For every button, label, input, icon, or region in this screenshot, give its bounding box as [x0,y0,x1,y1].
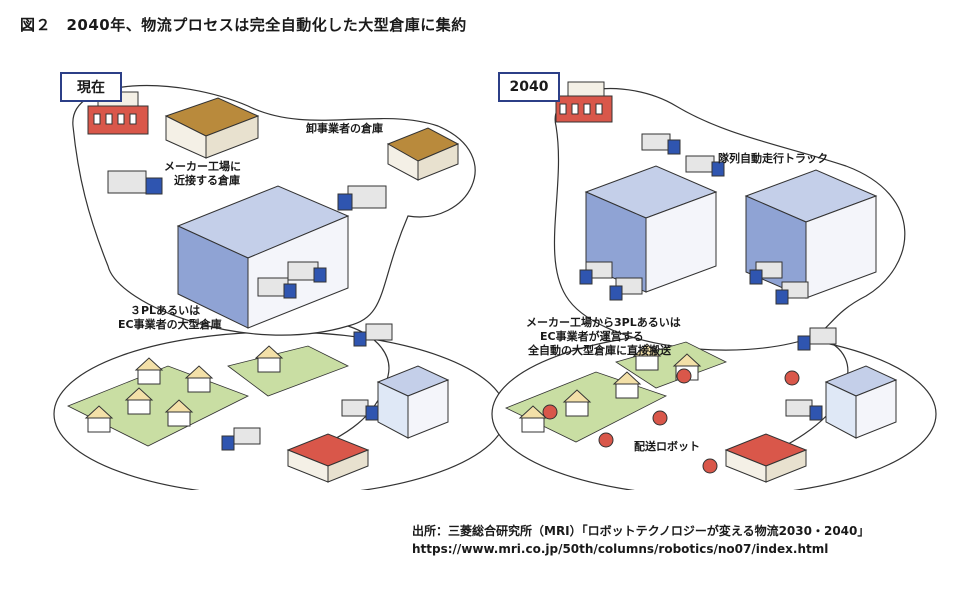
house [612,371,642,399]
label-wholesaler-warehouse: 卸事業者の倉庫 [306,122,383,135]
house [184,365,214,393]
truck-maker [107,170,163,195]
label-direct-2: EC事業者が運営する [540,330,644,343]
truck-dock-2 [609,277,643,301]
truck-wholesaler [337,185,387,211]
delivery-robot [676,368,692,384]
label-delivery-robot: 配送ロボット [634,440,700,453]
label-3pl-2: EC事業者の大型倉庫 [118,318,222,331]
label-platoon-trucks: 隊列自動走行トラック [718,152,828,165]
source-url[interactable]: https://www.mri.co.jp/50th/columns/robot… [412,542,829,556]
wholesaler-warehouse [386,127,460,181]
delivery-robot [784,370,800,386]
truck-dock-3 [749,261,783,285]
lawn [615,341,728,389]
delivery-robot [598,432,614,448]
house [518,405,548,433]
current-illustration [53,84,503,490]
truck-dock-1 [579,261,613,285]
house [84,405,114,433]
truck-road [797,327,837,351]
factory-building [555,81,613,123]
label-direct-1: メーカー工場から3PLあるいは [526,316,681,329]
truck-town-2 [221,427,261,451]
truck-dock-1 [257,277,297,299]
house [134,357,164,385]
delivery-robot [702,458,718,474]
house [562,389,592,417]
platoon-truck-2 [685,155,725,177]
figure-title: 図２ 2040年、物流プロセスは完全自動化した大型倉庫に集約 [20,16,467,34]
office-building [824,365,898,439]
truck-dock-4 [775,281,809,305]
house [164,399,194,427]
platoon-truck-1 [641,133,681,155]
automated-warehouse-2 [744,169,878,299]
convenience-store [286,433,370,483]
panel-tag-current: 現在 [60,72,122,102]
truck-town [785,399,823,421]
truck-road [353,323,393,347]
house [124,387,154,415]
source-credit: 出所：三菱総合研究所（MRI）「ロボットテクノロジーが変える物流2030・204… [412,522,869,558]
delivery-robot [542,404,558,420]
truck-town-1 [341,399,379,421]
panel-2040: 2040 隊列自動走行トラック メーカー工場から3PLあるいは EC事業者が運営… [486,66,941,490]
house [254,345,284,373]
label-maker-warehouse-1: メーカー工場に [164,160,241,173]
maker-warehouse [164,97,260,159]
label-3pl-1: ３PLあるいは [130,304,201,317]
label-direct-3: 全自動の大型倉庫に直接搬送 [528,344,671,357]
future-illustration [491,81,937,490]
house [632,343,662,371]
convenience-store [724,433,808,483]
factory-building [87,91,149,135]
panel-current: 現在 卸事業者の倉庫 メーカー工場に 近接する倉庫 ３PLあるいは EC事業者の… [48,66,503,490]
delivery-robot [652,410,668,426]
source-citation: 出所：三菱総合研究所（MRI）「ロボットテクノロジーが変える物流2030・204… [412,524,870,538]
truck-dock-2 [287,261,327,283]
office-building [376,365,450,439]
label-maker-warehouse-2: 近接する倉庫 [174,174,240,187]
panel-tag-2040: 2040 [498,72,560,102]
